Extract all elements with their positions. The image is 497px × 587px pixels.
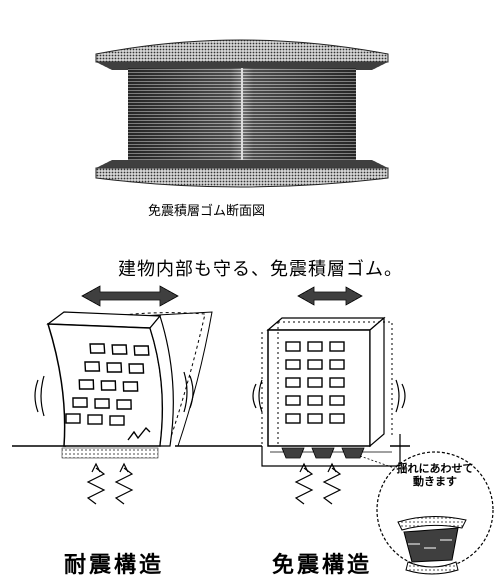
left-shake-arrow (81, 285, 179, 307)
seismic-resistant-building (34, 285, 213, 505)
right-seismic-waves (294, 462, 342, 505)
laminated-rubber-bearing (95, 39, 389, 188)
left-seismic-waves (86, 462, 134, 505)
seismic-isolated-building (252, 286, 406, 505)
headline: 建物内部も守る、免震積層ゴム。 (118, 259, 403, 280)
bubble-caption-line-1: 揺れにあわせて (396, 462, 474, 475)
zoom-bubble (376, 451, 494, 575)
seismic-resistant-label: 耐震構造 (64, 553, 165, 578)
bearing-caption: 免震積層ゴム断面図 (148, 204, 266, 219)
right-shake-arrow (297, 286, 363, 306)
bubble-caption-line-2: 動きます (413, 475, 457, 488)
bubble-caption: 揺れにあわせて 動きます (389, 462, 481, 488)
isolation-bearings (281, 447, 365, 459)
seismic-isolated-label: 免震構造 (272, 553, 373, 578)
